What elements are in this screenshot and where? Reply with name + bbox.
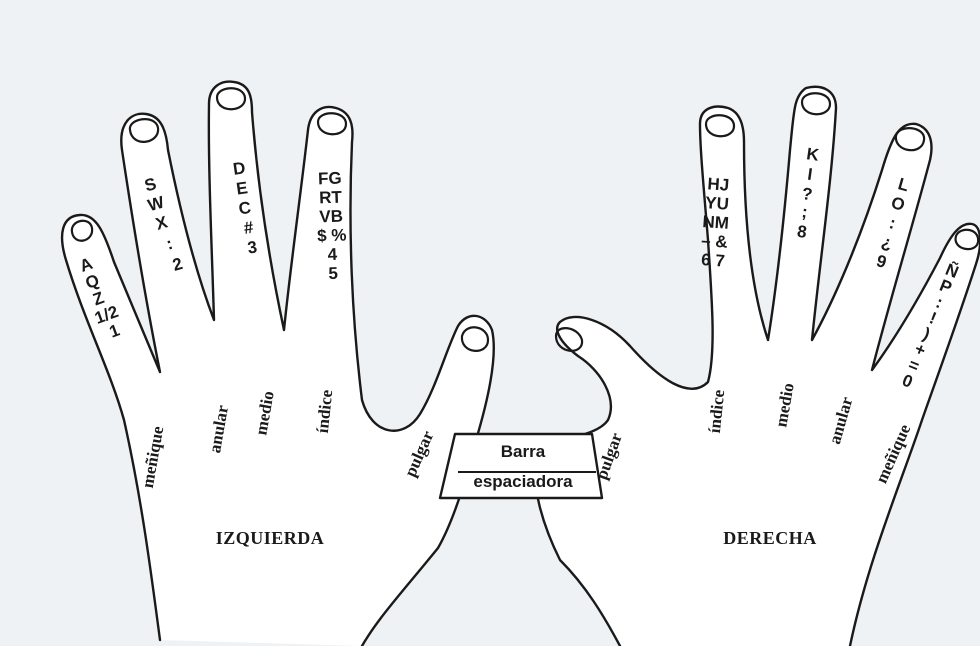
key-label: 4: [327, 245, 338, 264]
spacebar-label-line2: espaciadora: [473, 472, 573, 491]
left-hand-name: IZQUIERDA: [216, 528, 325, 548]
key-label: VB: [319, 207, 343, 227]
key-label: NM: [702, 212, 730, 233]
key-label: 6 7: [701, 250, 726, 271]
key-label: YU: [705, 193, 730, 214]
key-label: HJ: [707, 174, 730, 194]
key-label: – &: [701, 231, 729, 252]
key-label: D: [232, 158, 247, 179]
right-hand-name: DERECHA: [723, 528, 817, 548]
key-label: FG: [318, 169, 342, 189]
key-label: $ %: [317, 225, 347, 245]
key-label: RT: [319, 188, 343, 208]
key-label: 5: [328, 264, 338, 283]
left-hand-outline: [62, 82, 494, 646]
spacebar-label-line1: Barra: [501, 442, 546, 461]
key-label: C: [237, 198, 252, 219]
